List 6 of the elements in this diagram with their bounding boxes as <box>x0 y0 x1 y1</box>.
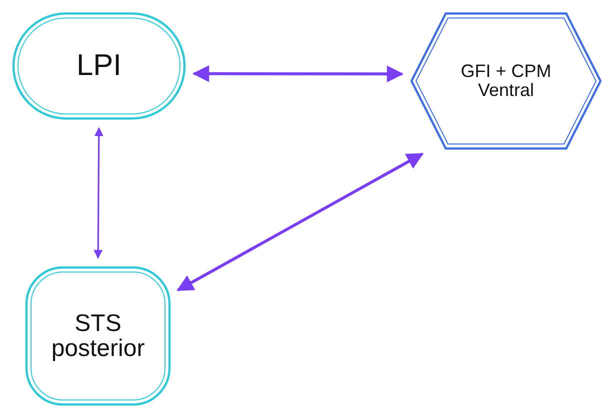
rounded-box: LPI <box>12 12 186 120</box>
double-arrow <box>192 65 404 82</box>
rounded-box: STS posterior <box>25 266 171 406</box>
double-arrow <box>94 127 104 259</box>
double-arrow <box>176 152 424 292</box>
hexagon: GFI + CPM Ventral <box>410 12 602 150</box>
